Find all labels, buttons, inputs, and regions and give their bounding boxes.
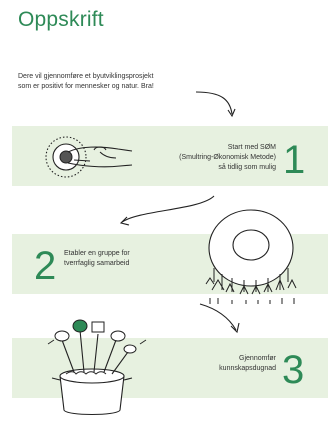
step-line: så tidlig som mulig bbox=[218, 164, 276, 171]
step-number: 3 bbox=[282, 348, 305, 392]
arrowhead-icon bbox=[119, 216, 130, 226]
flow-arrow-1 bbox=[195, 91, 233, 115]
step-line: Start med SØM bbox=[227, 144, 276, 151]
step-number: 1 bbox=[283, 138, 306, 182]
step-line: tverrfaglig samarbeid bbox=[64, 260, 130, 267]
step-2-text: Etabler en gruppe for tverrfaglig samarb… bbox=[64, 249, 184, 269]
step-line: Gjennomfør bbox=[239, 355, 276, 362]
intro-line: Dere vil gjennomføre et byutviklingspros… bbox=[18, 73, 154, 80]
step-line: Etabler en gruppe for bbox=[64, 250, 130, 257]
step-1-text: Start med SØM (Smultring-Økonomisk Metod… bbox=[136, 143, 276, 173]
intro-line: som er positivt for mennesker og natur. … bbox=[18, 83, 154, 90]
step-line: (Smultring-Økonomisk Metode) bbox=[179, 154, 276, 161]
flow-arrow-2 bbox=[121, 195, 215, 223]
step-3-text: Gjennomfør kunnskapsdugnad bbox=[156, 354, 276, 374]
hand-pressing-button-icon bbox=[45, 136, 133, 178]
step-line: kunnskapsdugnad bbox=[219, 365, 276, 372]
people-holding-donut-icon bbox=[205, 209, 297, 304]
cooking-pot-icon bbox=[47, 319, 147, 415]
intro-text: Dere vil gjennomføre et byutviklingspros… bbox=[18, 72, 228, 92]
arrowhead-icon bbox=[230, 322, 240, 334]
flow-arrow-3 bbox=[199, 303, 237, 331]
page-title: Oppskrift bbox=[18, 8, 104, 31]
step-number: 2 bbox=[34, 244, 57, 288]
arrowhead-icon bbox=[227, 108, 236, 118]
